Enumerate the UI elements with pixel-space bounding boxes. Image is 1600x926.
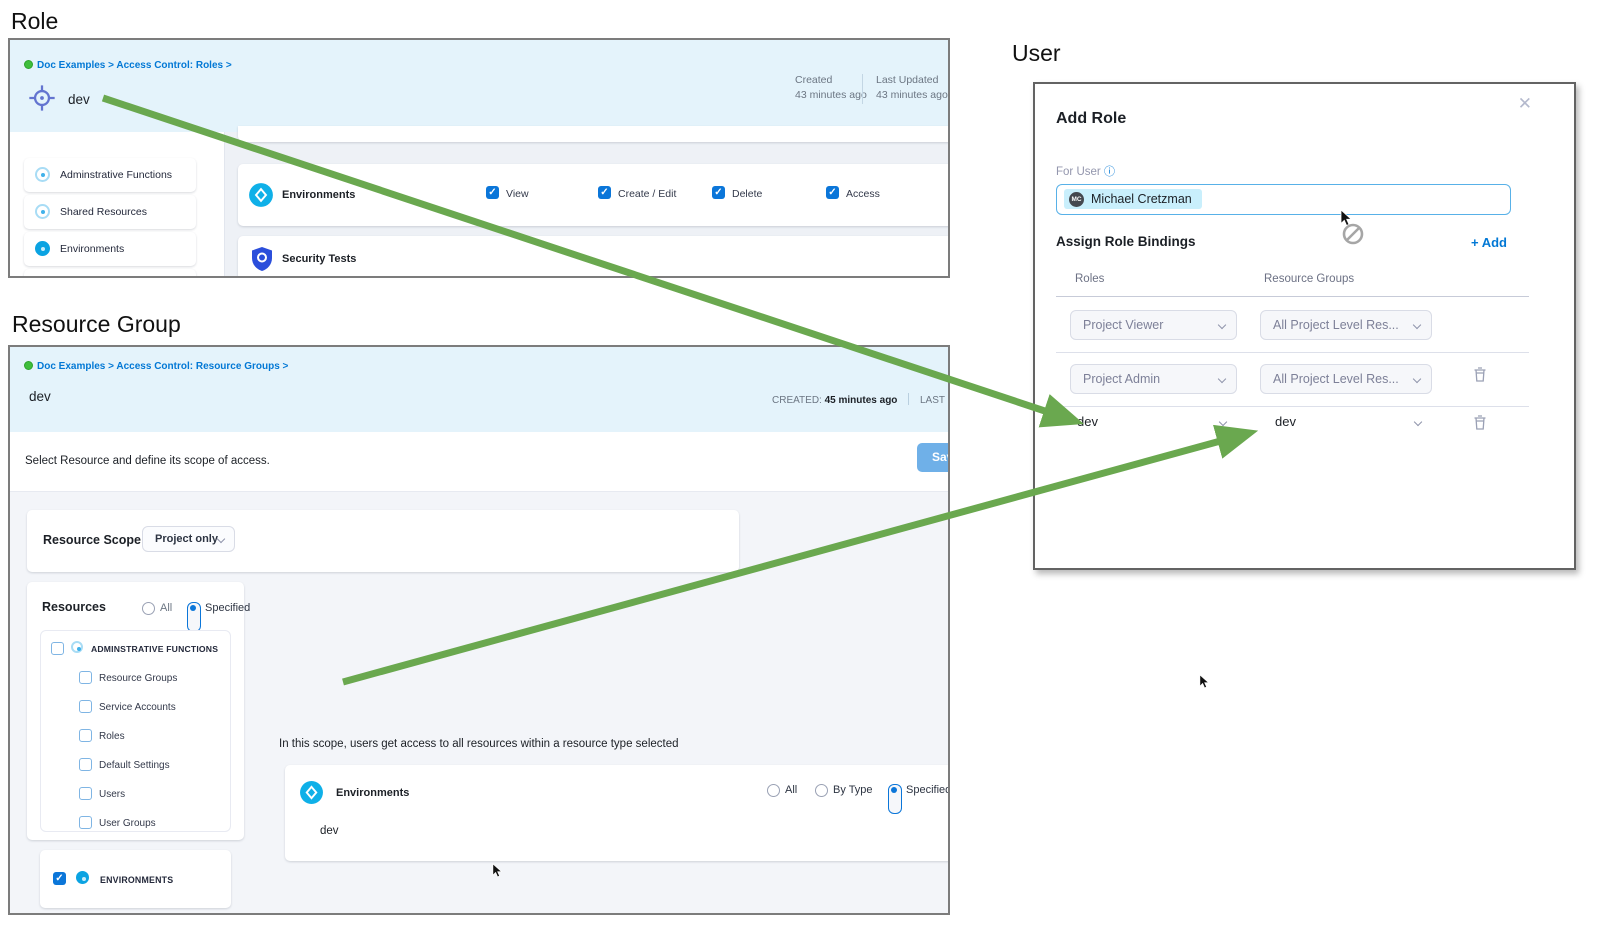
role-select[interactable]: Project Admin [1070,364,1237,394]
role-updated: Last Updated 43 minutes ago [876,74,948,101]
delete-checkbox[interactable] [712,186,725,199]
delete-binding-icon[interactable] [1472,414,1488,436]
not-allowed-icon [1341,222,1365,251]
chevron-down-icon [1217,374,1227,384]
create-edit-checkbox[interactable] [598,186,611,199]
mouse-cursor [1199,674,1210,695]
role-select[interactable]: Project Viewer [1070,310,1237,340]
chevron-down-icon [1413,417,1423,427]
roles-column-header: Roles [1075,273,1105,285]
close-icon[interactable]: ✕ [1517,94,1532,113]
role-section-title: Role [11,8,59,34]
role-crosshair-icon [29,85,55,111]
resource-tree: ADMINSTRATIVE FUNCTIONS Resource Groups … [40,630,231,832]
scope-specified-radio[interactable] [888,784,902,814]
environments-tree-card: ENVIRONMENTS [40,850,231,908]
resource-group-title: dev [29,389,51,404]
for-user-input[interactable]: MC Michael Cretzman [1056,184,1511,215]
environments-scope-card: Environments All By Type Specified dev [285,765,948,861]
resources-all-radio[interactable] [142,602,155,615]
resource-group-header [10,347,948,432]
sidebar-item-administrative-functions[interactable]: Adminstrative Functions [24,158,196,192]
project-status-icon [24,60,33,69]
resource-scope-card: Resource Scope Project only [27,510,739,572]
resources-card: Resources All Specified ADMINSTRATIVE FU… [27,582,250,840]
resource-group-select[interactable]: All Project Level Res... [1260,364,1432,394]
administrative-functions-checkbox[interactable] [51,642,64,655]
chevron-down-icon [216,534,226,544]
permission-row-partial [238,126,948,142]
add-role-modal: ✕ Add Role For User ⓘ MC Michael Cretzma… [1033,82,1576,570]
environments-checkbox[interactable] [53,872,66,885]
role-panel: Doc Examples > Access Control: Roles > d… [8,38,950,278]
resource-group-breadcrumb[interactable]: Doc Examples > Access Control: Resource … [24,361,288,372]
chevron-down-icon [1412,374,1422,384]
add-binding-button[interactable]: + Add [1471,235,1507,250]
service-accounts-checkbox[interactable] [79,700,92,713]
user-groups-checkbox[interactable] [79,816,92,829]
resource-group-select[interactable]: All Project Level Res... [1260,310,1432,340]
role-breadcrumb[interactable]: Doc Examples > Access Control: Roles > [24,60,232,71]
security-tests-shield-icon [252,247,272,271]
mouse-cursor [492,863,503,884]
for-user-label: For User ⓘ [1056,166,1115,178]
avatar: MC [1069,191,1084,207]
scope-description: Select Resource and define its scope of … [25,455,270,467]
roles-checkbox[interactable] [79,729,92,742]
chevron-down-icon [1217,320,1227,330]
delete-binding-icon[interactable] [1472,366,1488,388]
chevron-down-icon [1218,417,1228,427]
users-checkbox[interactable] [79,787,92,800]
info-icon[interactable]: ⓘ [1103,166,1115,178]
environments-icon [35,241,50,256]
sidebar-item-environments[interactable]: Environments [24,232,196,266]
assign-role-bindings-label: Assign Role Bindings [1056,234,1196,249]
modal-title: Add Role [1056,110,1127,127]
access-checkbox[interactable] [826,186,839,199]
resource-group-panel: Doc Examples > Access Control: Resource … [8,345,950,915]
save-button[interactable]: Sav [917,443,948,472]
resource-group-section-title: Resource Group [12,311,181,337]
chevron-down-icon [1412,320,1422,330]
resource-groups-checkbox[interactable] [79,671,92,684]
view-checkbox[interactable] [486,186,499,199]
scope-all-radio[interactable] [767,784,780,797]
scope-hint: In this scope, users get access to all r… [279,738,679,750]
environments-icon [300,781,323,804]
default-settings-checkbox[interactable] [79,758,92,771]
permission-row-security-tests: Security Tests [238,236,948,276]
resources-specified-radio[interactable] [187,602,201,632]
user-chip: MC Michael Cretzman [1064,189,1202,209]
resource-type-icon [35,167,50,182]
project-status-icon [24,361,33,370]
mouse-cursor [1340,209,1353,233]
scope-by-type-radio[interactable] [815,784,828,797]
resource-group-created: CREATED: 45 minutes ago LAST UPD [772,393,948,406]
environments-icon [249,183,273,207]
resource-scope-select[interactable]: Project only [142,526,235,552]
resource-group-select[interactable]: dev [1275,414,1296,429]
sidebar-item-shared-resources[interactable]: Shared Resources [24,195,196,229]
resource-type-icon [35,204,50,219]
sidebar-item-partial[interactable] [24,269,196,276]
scope-selected-item: dev [320,825,339,837]
resource-type-icon [71,641,83,653]
role-created: Created 43 minutes ago [795,74,867,101]
resource-groups-column-header: Resource Groups [1264,273,1355,285]
role-title: dev [68,92,90,107]
environments-icon [76,871,89,884]
user-section-title: User [1012,40,1061,66]
permission-row-environments: Environments View Create / Edit Delete A… [238,164,948,226]
role-select[interactable]: dev [1077,414,1098,429]
